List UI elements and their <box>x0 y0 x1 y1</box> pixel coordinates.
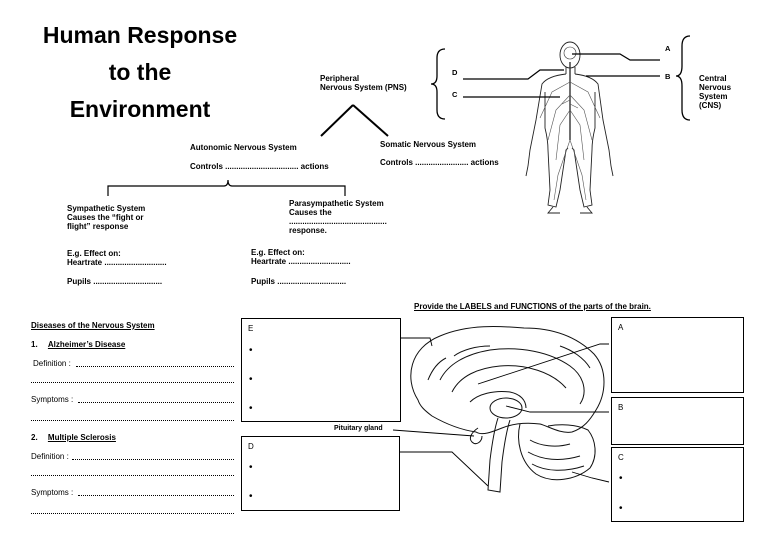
parasympathetic-block: Parasympathetic System Causes the ......… <box>289 199 387 235</box>
pns-label-line-2: Nervous System (PNS) <box>320 83 407 92</box>
brain-box-c[interactable]: C • • <box>611 447 744 522</box>
pns-branch-lines <box>320 104 389 137</box>
disease-2-definition-label: Definition : <box>31 452 69 461</box>
pns-brace <box>430 48 446 120</box>
pns-label-line-1: Peripheral <box>320 74 360 83</box>
disease-1-heading: 1. Alzheimer’s Disease <box>31 340 125 349</box>
disease-2-title: Multiple Sclerosis <box>47 433 116 442</box>
sympathetic-pupils: Pupils ............................... <box>67 277 163 286</box>
sympathetic-eg: E.g. Effect on: Heartrate ..............… <box>67 249 167 267</box>
sympathetic-causes: Causes the “fight or <box>67 213 144 222</box>
title-line-2: to the <box>108 59 172 85</box>
cns-label: Central Nervous System (CNS) <box>699 74 731 110</box>
brain-box-e-bullet-2: • <box>249 374 253 385</box>
diseases-heading: Diseases of the Nervous System <box>31 321 155 330</box>
autonomic-controls: Controls ...............................… <box>190 162 329 171</box>
body-label-a: A <box>665 44 671 53</box>
brain-pointer-lines <box>392 337 610 487</box>
disease-2-heading: 2. Multiple Sclerosis <box>31 433 116 442</box>
disease-2-symptoms-line-1[interactable] <box>78 495 234 496</box>
brain-box-d[interactable]: D • • <box>241 436 400 511</box>
cns-label-line-2: Nervous <box>699 83 732 92</box>
body-pointer-lines <box>463 53 660 98</box>
parasympathetic-pupils: Pupils ............................... <box>251 277 347 286</box>
brain-box-a-letter: A <box>618 323 624 332</box>
sympathetic-title: Sympathetic System <box>67 204 146 213</box>
body-label-c: C <box>452 90 458 99</box>
nerve-network <box>539 46 601 201</box>
brain-box-e[interactable]: E • • • <box>241 318 401 422</box>
sympathetic-block: Sympathetic System Causes the “fight or … <box>67 204 145 231</box>
title-line-3: Environment <box>69 96 211 122</box>
parasympathetic-blank: ........................................… <box>289 217 387 226</box>
disease-1-definition-label: Definition : <box>33 359 71 368</box>
parasympathetic-heartrate: Heartrate ............................ <box>251 257 351 266</box>
disease-2-symptoms-label: Symptoms : <box>31 488 74 497</box>
brain-box-c-bullet-1: • <box>619 473 623 484</box>
parasympathetic-eg: E.g. Effect on: Heartrate ..............… <box>251 248 351 266</box>
brain-box-b-letter: B <box>618 403 624 412</box>
brain-box-a[interactable]: A <box>611 317 744 393</box>
parasympathetic-title: Parasympathetic System <box>289 199 384 208</box>
disease-2-number: 2. <box>31 433 38 442</box>
brain-figure <box>410 325 605 493</box>
autonomic-title: Autonomic Nervous System <box>190 143 297 152</box>
disease-2-definition-line-1[interactable] <box>72 459 234 460</box>
body-label-d: D <box>452 68 458 77</box>
somatic-title: Somatic Nervous System <box>380 140 477 149</box>
brain-box-b[interactable]: B <box>611 397 744 445</box>
brain-box-d-bullet-1: • <box>249 462 253 473</box>
sympathetic-eg-label: E.g. Effect on: <box>67 249 121 258</box>
autonomic-brace <box>107 179 346 196</box>
disease-1-number: 1. <box>31 340 38 349</box>
disease-1-symptoms-line-2[interactable] <box>31 420 234 421</box>
brain-box-d-bullet-2: • <box>249 491 253 502</box>
somatic-controls: Controls ........................ action… <box>380 158 499 167</box>
disease-1-symptoms-line-1[interactable] <box>78 402 234 403</box>
disease-1-title: Alzheimer’s Disease <box>47 340 126 349</box>
pns-label: Peripheral Nervous System (PNS) <box>320 74 407 92</box>
brain-box-e-bullet-1: • <box>249 345 253 356</box>
cns-label-line-1: Central <box>699 74 727 83</box>
body-label-b: B <box>665 72 671 81</box>
parasympathetic-response: response. <box>289 226 327 235</box>
parasympathetic-causes: Causes the <box>289 208 332 217</box>
cns-brace <box>675 35 691 121</box>
brain-box-c-letter: C <box>618 453 624 462</box>
disease-1-symptoms-label: Symptoms : <box>31 395 74 404</box>
sympathetic-response: flight” response <box>67 222 129 231</box>
disease-2-definition-line-2[interactable] <box>31 475 234 476</box>
brain-box-c-bullet-2: • <box>619 503 623 514</box>
brain-instruction: Provide the LABELS and FUNCTIONS of the … <box>414 302 651 311</box>
pituitary-label: Pituitary gland <box>334 425 383 432</box>
disease-2-symptoms-line-2[interactable] <box>31 513 234 514</box>
disease-1-definition-line-2[interactable] <box>31 382 234 383</box>
title-line-1: Human Response <box>42 22 238 48</box>
sympathetic-heartrate: Heartrate ............................ <box>67 258 167 267</box>
disease-1-definition-line-1[interactable] <box>76 366 234 367</box>
page-title: Human Response to the Environment <box>22 24 258 121</box>
parasympathetic-eg-label: E.g. Effect on: <box>251 248 305 257</box>
brain-box-e-bullet-3: • <box>249 403 253 414</box>
brain-box-d-letter: D <box>248 442 254 451</box>
cns-label-line-3: System <box>699 92 728 101</box>
brain-box-e-letter: E <box>248 324 254 333</box>
cns-label-line-4: (CNS) <box>699 101 722 110</box>
